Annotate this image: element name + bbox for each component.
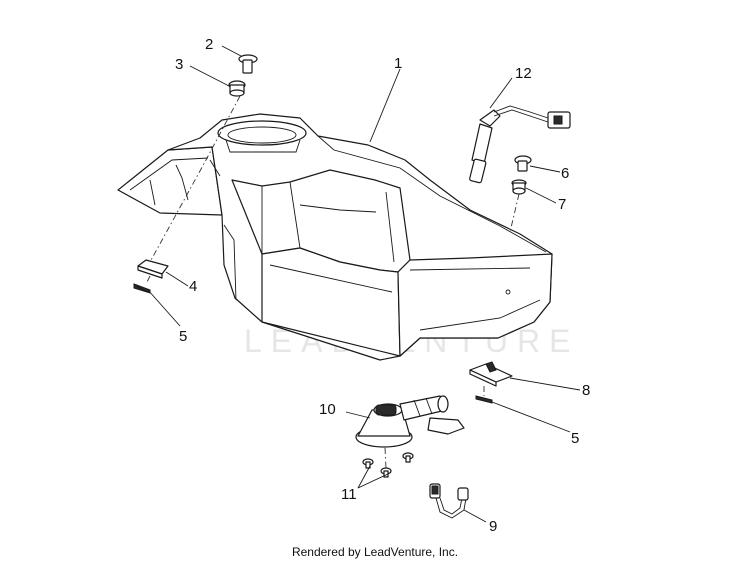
push-rivet-part-6[interactable] [514,155,532,172]
mount-bracket-part-8[interactable] [469,361,513,387]
grommet-part-7[interactable] [511,179,527,195]
fuel-sender-part-12[interactable] [469,105,571,184]
grommet-part-3[interactable] [228,80,246,97]
rendered-by-footer: Rendered by LeadVenture, Inc. [292,545,458,559]
callout-5-right: 5 [571,430,579,447]
callout-4: 4 [189,278,197,295]
screws-part-11[interactable] [362,452,414,478]
callout-7: 7 [558,196,566,213]
assembly-lines [145,95,520,469]
wire-harness-part-9[interactable] [429,483,469,519]
callout-labels: 1 2 3 4 5 5 6 7 8 9 10 11 12 [175,36,590,535]
callout-9: 9 [489,518,497,535]
clip-part-5-left[interactable] [133,283,151,294]
callout-1: 1 [394,55,402,72]
mount-pad-part-4[interactable] [137,259,169,279]
leader-lines [147,45,581,523]
fuel-tank-part-1[interactable] [117,113,553,361]
callout-12: 12 [515,65,532,82]
push-rivet-part-2[interactable] [238,54,258,74]
callout-5-left: 5 [179,328,187,345]
callout-8: 8 [582,382,590,399]
fuel-pump-part-10[interactable] [355,395,465,448]
callout-11: 11 [341,486,357,503]
callout-10: 10 [319,401,336,418]
clip-part-5-right[interactable] [475,395,493,404]
callout-3: 3 [175,56,183,73]
callout-6: 6 [561,165,569,182]
callout-2: 2 [205,36,213,53]
